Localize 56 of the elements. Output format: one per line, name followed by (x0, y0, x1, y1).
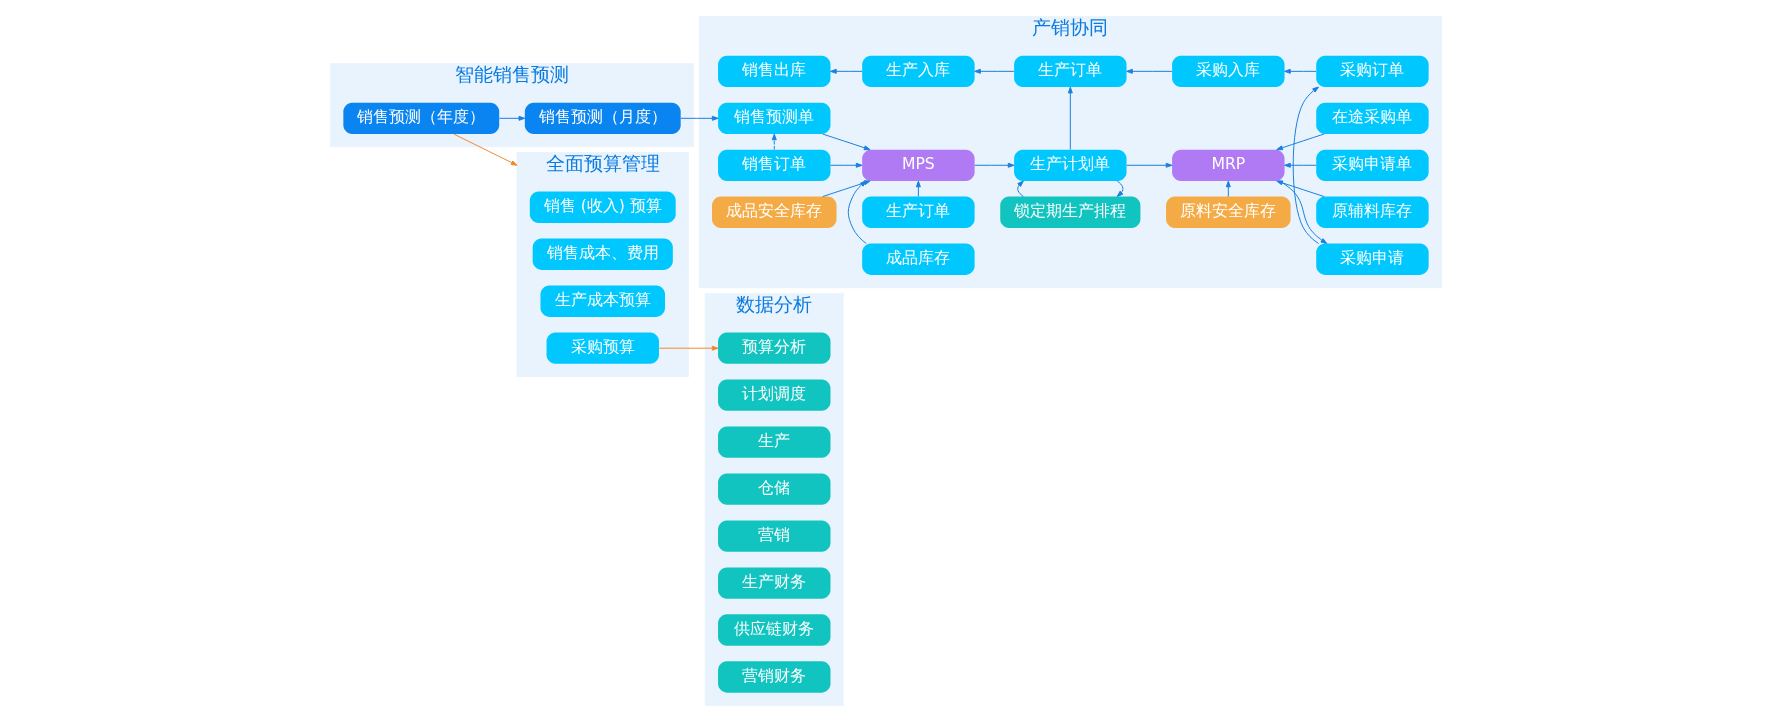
node-box: 仓储 (718, 473, 831, 505)
arrow (1276, 133, 1325, 151)
arrow (1225, 180, 1231, 197)
arrow (1116, 180, 1124, 197)
node-box: 营销财务 (718, 661, 831, 693)
node-box: 采购申请单 (1316, 149, 1429, 181)
arrow (658, 345, 719, 351)
node-box: 生产订单 (1014, 55, 1127, 87)
node-box: 生产 (718, 426, 831, 458)
arrow (1276, 180, 1325, 198)
node-box: 生产入库 (862, 55, 975, 87)
node-box: 销售预测单 (718, 102, 831, 134)
arrow (1284, 68, 1317, 74)
node-box: 销售 (收入) 预算 (529, 191, 676, 223)
node-box: 销售预测（月度） (524, 102, 681, 134)
node-box: MPS (862, 149, 975, 181)
arrow (1279, 180, 1328, 244)
node-box: 销售预测（年度） (343, 102, 500, 134)
node-box: 计划调度 (718, 379, 831, 411)
arrow (1067, 86, 1073, 150)
arrow (453, 133, 518, 166)
arrow (680, 115, 719, 121)
node-box: 生产订单 (862, 196, 975, 228)
arrow (915, 180, 921, 197)
node-box: 销售成本、费用 (532, 238, 673, 270)
node-box: 销售订单 (718, 149, 831, 181)
node-box: 生产财务 (718, 567, 831, 599)
node-box: 锁定期生产排程 (1000, 196, 1141, 228)
arrow (1292, 86, 1319, 244)
node-box: 采购申请 (1316, 243, 1429, 275)
node-box: 预算分析 (718, 332, 831, 364)
arrow (1017, 180, 1024, 197)
node-box: MRP (1172, 149, 1285, 181)
node-box: 采购订单 (1316, 55, 1429, 87)
arrow (1284, 162, 1317, 168)
node-box: 原料安全库存 (1166, 196, 1291, 228)
node-box: 采购预算 (546, 332, 659, 364)
node-box: 生产成本预算 (540, 285, 666, 317)
node-box: 生产计划单 (1014, 149, 1127, 181)
arrow (771, 133, 777, 150)
node-box: 原辅料库存 (1316, 196, 1429, 228)
node-box: 营销 (718, 520, 831, 552)
arrow (830, 68, 863, 74)
node-box: 供应链财务 (718, 614, 831, 646)
arrow (974, 68, 1015, 74)
arrow (498, 115, 526, 121)
node-box: 成品安全库存 (712, 196, 837, 228)
arrow (830, 162, 863, 168)
node-box: 成品库存 (862, 243, 975, 275)
arrow (822, 133, 871, 151)
arrow (1126, 162, 1173, 168)
arrow (1126, 68, 1173, 74)
node-box: 销售出库 (718, 55, 831, 87)
node-box: 采购入库 (1172, 55, 1285, 87)
arrow (974, 162, 1015, 168)
node-box: 在途采购单 (1316, 102, 1429, 134)
